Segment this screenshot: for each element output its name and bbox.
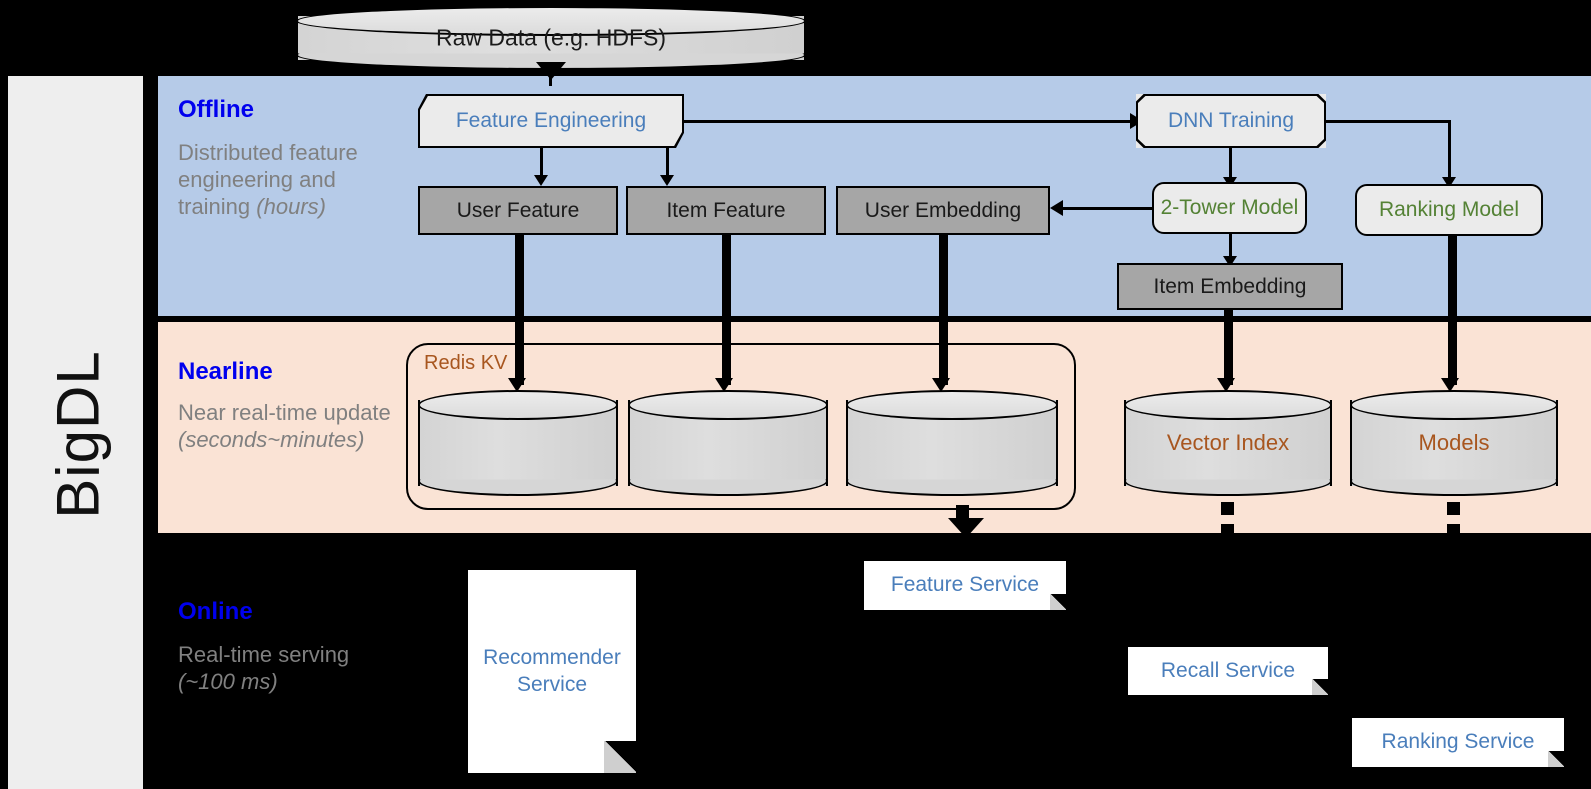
connector-dnn-ranking-v [1448,120,1451,180]
node-user-embedding[interactable]: User Embedding [836,186,1050,235]
connector-dnn-ranking-h [1326,120,1451,123]
arrowhead-rawdata-fe [536,62,566,80]
band-desc-nearline-emphasis: (seconds~minutes) [178,426,365,452]
redis-kv-label: Redis KV [424,352,508,374]
node-item-feature-label: Item Feature [666,198,786,222]
cylinder-top [1124,390,1332,420]
store-item-feature-cylinder[interactable] [628,390,828,496]
node-recall-service-label: Recall Service [1160,658,1296,682]
node-user-embedding-label: User Embedding [864,198,1022,222]
raw-data-cylinder: Raw Data (e.g. HDFS) [296,6,806,70]
pipe-rankingmodel-models [1448,236,1457,385]
connector-fe-itemfeature [666,148,669,178]
band-title-online: Online [178,598,253,625]
arrowhead-fe-userfeature [534,175,548,186]
pipe-itemembedding-vectorindex [1224,310,1233,385]
arrowhead-featureservice [948,518,984,538]
band-title-nearline: Nearline [178,358,273,385]
node-2tower-model[interactable]: 2-Tower Model [1152,182,1307,234]
store-user-feature-cylinder[interactable] [418,390,618,496]
framework-label: BigDL [44,350,112,519]
node-item-embedding[interactable]: Item Embedding [1117,263,1343,310]
band-title-offline: Offline [178,96,254,123]
arrowhead-2tower-userembedding [1050,200,1063,216]
node-ranking-service[interactable]: Ranking Service [1352,718,1564,767]
node-recommender-service-label: Recommender Service [483,646,621,696]
models-label: Models [1418,430,1490,455]
pipe-userembedding-store [939,235,948,385]
page-fold-icon [604,741,636,773]
band-desc-offline-text: Distributed feature engineering and trai… [178,140,358,219]
cylinder-top [296,6,806,36]
arrowhead-2tower-itemembedding [1223,256,1237,267]
node-feature-engineering[interactable]: Feature Engineering [418,94,684,148]
node-dnn-training[interactable]: DNN Training [1136,94,1326,148]
node-feature-service-label: Feature Service [890,573,1040,597]
arrowhead-userfeature-store [508,378,526,392]
band-desc-nearline: Near real-time update (seconds~minutes) [178,400,423,454]
page-fold-icon [1050,594,1066,610]
node-ranking-service-label: Ranking Service [1381,730,1535,754]
node-ranking-model-label: Ranking Model [1378,198,1520,222]
vector-index-cylinder[interactable]: Vector Index [1124,390,1332,496]
models-cylinder[interactable]: Models [1350,390,1558,496]
band-desc-online: Real-time serving (~100 ms) [178,642,408,696]
stub-rankingservice-b [1447,524,1460,537]
cylinder-top [418,390,618,420]
band-desc-online-emphasis: (~100 ms) [178,668,278,694]
node-ranking-model[interactable]: Ranking Model [1355,184,1543,236]
node-user-feature[interactable]: User Feature [418,186,618,235]
stub-recallservice-a [1221,502,1234,515]
connector-fe-userfeature [540,148,543,178]
cylinder-top [846,390,1058,420]
pipe-itemfeature-store [722,235,731,385]
stub-rankingservice-a [1447,502,1460,515]
node-dnn-training-label: DNN Training [1167,109,1295,132]
arrowhead-itemembedding-vectorindex [1217,378,1235,392]
page-fold-icon [1548,751,1564,767]
node-2tower-model-label: 2-Tower Model [1160,196,1299,220]
arrowhead-userembedding-store [932,378,950,392]
vector-index-label: Vector Index [1166,430,1290,455]
node-feature-engineering-label: Feature Engineering [455,109,647,132]
node-user-feature-label: User Feature [456,198,580,222]
band-desc-nearline-text: Near real-time update [178,400,391,425]
connector-2tower-userembedding [1063,207,1153,210]
connector-2tower-itemembedding [1229,234,1232,261]
arrowhead-dnn-ranking [1442,177,1456,188]
redis-kv-group [406,343,1076,510]
page-fold-icon [1312,679,1328,695]
node-recall-service[interactable]: Recall Service [1128,647,1328,695]
arrowhead-fe-itemfeature [660,175,674,186]
raw-data-label: Raw Data (e.g. HDFS) [435,24,667,51]
cylinder-top [628,390,828,420]
node-face [1138,96,1324,146]
store-user-embedding-cylinder[interactable] [846,390,1058,496]
node-face [420,96,682,146]
node-item-embedding-label: Item Embedding [1153,274,1307,298]
node-recommender-service[interactable]: Recommender Service [468,570,636,773]
band-desc-online-text: Real-time serving [178,642,350,667]
arrowhead-rankingmodel-models [1441,378,1459,392]
cylinder-top [1350,390,1558,420]
arrowhead-itemfeature-store [715,378,733,392]
pipe-userfeature-store [515,235,524,385]
band-desc-offline-emphasis: (hours) [256,193,326,219]
node-item-feature[interactable]: Item Feature [626,186,826,235]
band-desc-offline: Distributed feature engineering and trai… [178,140,408,220]
framework-sidebar: BigDL [8,76,143,789]
stub-recallservice-b [1221,524,1234,537]
connector-fe-dnn [684,120,1136,123]
stub-featureservice [956,505,969,518]
node-feature-service[interactable]: Feature Service [864,561,1066,610]
connector-dnn-2tower [1229,148,1232,180]
